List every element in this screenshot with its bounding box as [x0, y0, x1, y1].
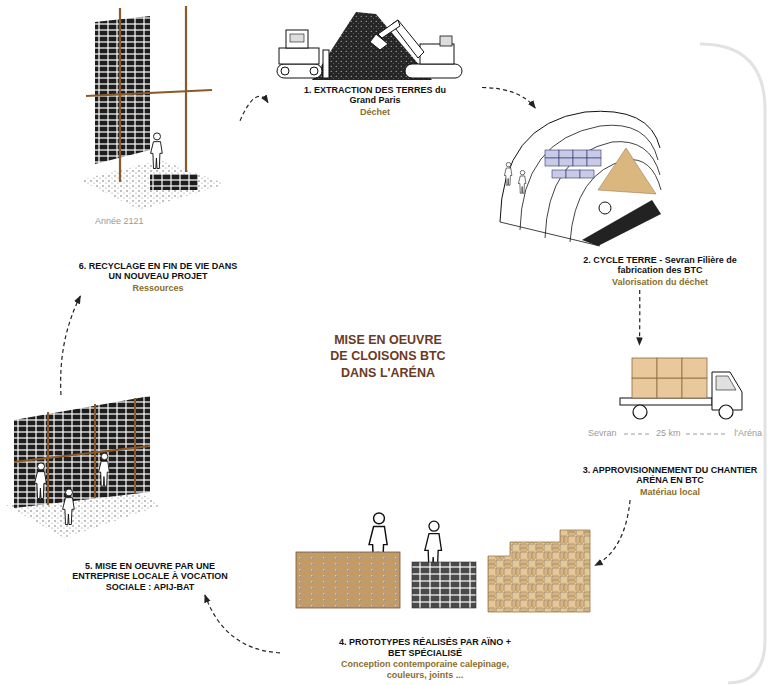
frame-edge: [700, 44, 765, 683]
step-node: 3. APPROVISIONNEMENT DU CHANTIER ARÉNA E…: [578, 345, 764, 500]
distance-label: 25 km: [656, 428, 681, 438]
step-node: 6. RECYCLAGE EN FIN DE VIE DANS UN NOUVE…: [72, 4, 240, 296]
step-heading: 5. MISE EN OEUVRE PAR UNE ENTREPRISE LOC…: [58, 561, 243, 593]
step-heading: 1. EXTRACTION DES TERRES du Grand Paris: [295, 85, 455, 107]
flow-arrow: [61, 296, 81, 395]
flow-arrow: [240, 96, 268, 120]
step-heading: 2. CYCLE TERRE - Sevran Filière de fabri…: [565, 255, 755, 277]
step-subtitle: Matériau local: [580, 487, 760, 498]
step-caption: 6. RECYCLAGE EN FIN DE VIE DANS UN NOUVE…: [78, 261, 238, 294]
installation-illustration: [6, 396, 162, 538]
step-subtitle: Valorisation du déchet: [565, 277, 755, 288]
extraction-illustration: [277, 12, 462, 80]
flow-arrow: [482, 88, 535, 109]
step-caption: 3. APPROVISIONNEMENT DU CHANTIER ARÉNA E…: [580, 465, 760, 498]
year-note: Année 2121: [95, 216, 144, 226]
step-caption: 2. CYCLE TERRE - Sevran Filière de fabri…: [565, 255, 755, 288]
step-caption: 5. MISE EN OEUVRE PAR UNE ENTREPRISE LOC…: [58, 561, 243, 593]
step-node: 4. PROTOTYPES RÉALISÉS PAR AÏNO + BET SP…: [280, 515, 595, 683]
prototype-illustration: [296, 513, 590, 612]
step-caption: 4. PROTOTYPES RÉALISÉS PAR AÏNO + BET SP…: [338, 637, 513, 681]
flow-arrow: [205, 595, 280, 653]
step-subtitle: Déchet: [295, 107, 455, 118]
step-node: 1. EXTRACTION DES TERRES du Grand ParisD…: [268, 4, 482, 120]
step-node: 5. MISE EN OEUVRE PAR UNE ENTREPRISE LOC…: [4, 395, 252, 595]
step-subtitle: Ressources: [78, 283, 238, 294]
factory-illustration: [500, 111, 661, 246]
flow-arrow: [595, 500, 630, 565]
step-heading: 6. RECYCLAGE EN FIN DE VIE DANS UN NOUVE…: [78, 261, 238, 283]
recycling-illustration: [80, 6, 226, 210]
step-caption: 1. EXTRACTION DES TERRES du Grand ParisD…: [295, 85, 455, 118]
truck-illustration: [620, 358, 742, 419]
step-node: 2. CYCLE TERRE - Sevran Filière de fabri…: [495, 108, 763, 290]
step-subtitle: Conception contemporaine calepinage, cou…: [338, 659, 513, 681]
step-heading: 4. PROTOTYPES RÉALISÉS PAR AÏNO + BET SP…: [338, 637, 513, 659]
step-heading: 3. APPROVISIONNEMENT DU CHANTIER ARÉNA E…: [580, 465, 760, 487]
distance-label: l'Aréna: [734, 428, 762, 438]
flow-arrow: [639, 290, 641, 345]
diagram-title: MISE EN OEUVRE DE CLOISONS BTC DANS L'AR…: [325, 332, 451, 381]
distance-label: Sevran: [588, 428, 617, 438]
